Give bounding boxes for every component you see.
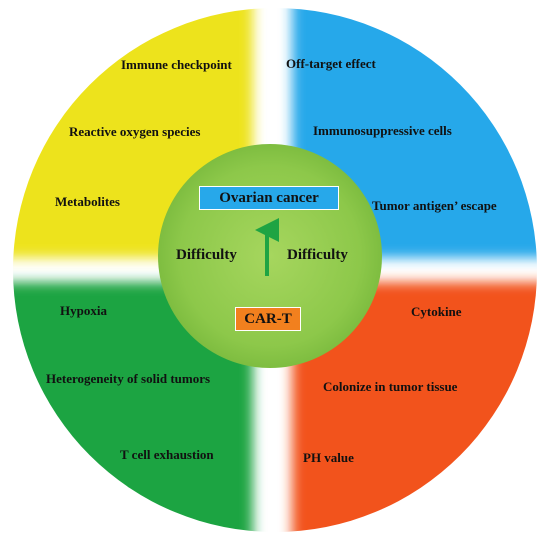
label-cytokine: Cytokine <box>411 304 462 319</box>
label-metabolites: Metabolites <box>55 194 120 209</box>
label-tumor-antigen-escape: Tumor antigen’ escape <box>372 198 497 213</box>
car-t-badge: CAR-T <box>235 307 301 331</box>
label-hypoxia: Hypoxia <box>60 303 107 318</box>
difficulty-label-left: Difficulty <box>176 247 237 263</box>
label-immunosuppressive-cells: Immunosuppressive cells <box>313 123 452 138</box>
label-ph-value: PH value <box>303 450 354 465</box>
ovarian-cancer-badge: Ovarian cancer <box>199 186 339 210</box>
label-immune-checkpoint: Immune checkpoint <box>121 57 232 72</box>
label-reactive-oxygen-species: Reactive oxygen species <box>69 124 201 139</box>
label-heterogeneity-of-solid-tumors: Heterogeneity of solid tumors <box>46 371 211 386</box>
label-off-target-effect: Off-target effect <box>286 56 376 71</box>
difficulty-label-right: Difficulty <box>287 247 348 263</box>
label-t-cell-exhaustion: T cell exhaustion <box>120 447 214 462</box>
label-colonize-in-tumor-tissue: Colonize in tumor tissue <box>323 379 458 394</box>
